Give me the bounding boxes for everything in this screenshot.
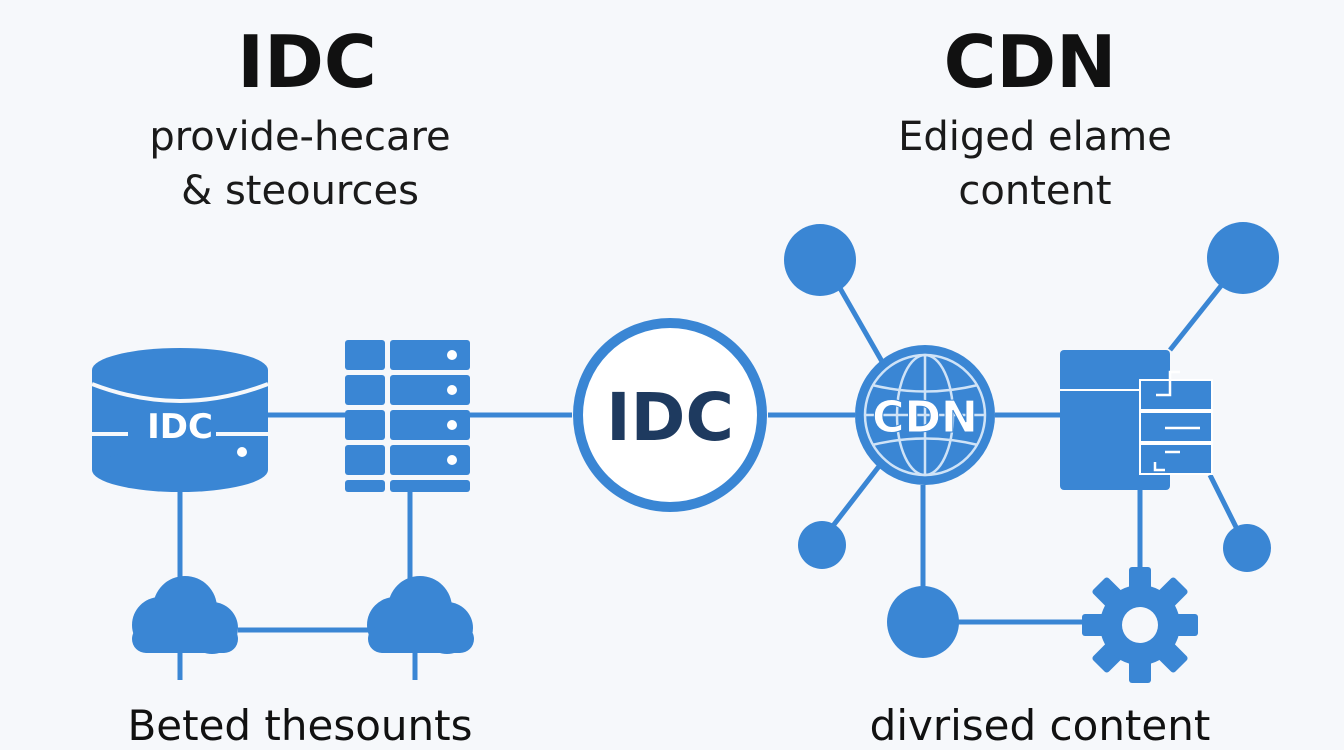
idc-caption: Beted thesounts <box>127 701 473 750</box>
server-rack-icon <box>345 340 470 492</box>
cdn-description-line-2: content <box>958 168 1112 214</box>
edge-node-bottom <box>887 586 959 658</box>
database-icon: IDC <box>91 348 269 492</box>
database-label: IDC <box>147 407 213 447</box>
gear-icon <box>1082 567 1198 683</box>
idc-description: provide-hecare & steources <box>80 110 520 218</box>
globe-icon: CDN <box>855 345 995 485</box>
cdn-caption: divrised content <box>869 701 1211 750</box>
edge-node-top-left <box>784 224 856 296</box>
edge-node-mid-left <box>798 521 846 569</box>
connection-lines <box>177 260 1248 633</box>
idc-heading: IDC <box>237 20 377 104</box>
edge-node-right <box>1223 524 1271 572</box>
idc-description-line-2: & steources <box>181 168 419 214</box>
cdn-heading: CDN <box>943 20 1117 104</box>
server-panel-icon <box>1060 350 1213 490</box>
cloud-icon <box>367 576 474 680</box>
idc-description-line-1: provide-hecare <box>149 114 451 160</box>
cloud-icon <box>132 576 238 680</box>
cdn-description-line-1: Ediged elame <box>898 114 1172 160</box>
idc-hub-label: IDC <box>606 379 734 456</box>
cdn-description: Ediged elame content <box>830 110 1240 218</box>
globe-label: CDN <box>872 392 978 443</box>
cdn-edge-nodes <box>784 222 1279 658</box>
idc-hub-node: IDC <box>573 318 767 512</box>
edge-node-top-right <box>1207 222 1279 294</box>
